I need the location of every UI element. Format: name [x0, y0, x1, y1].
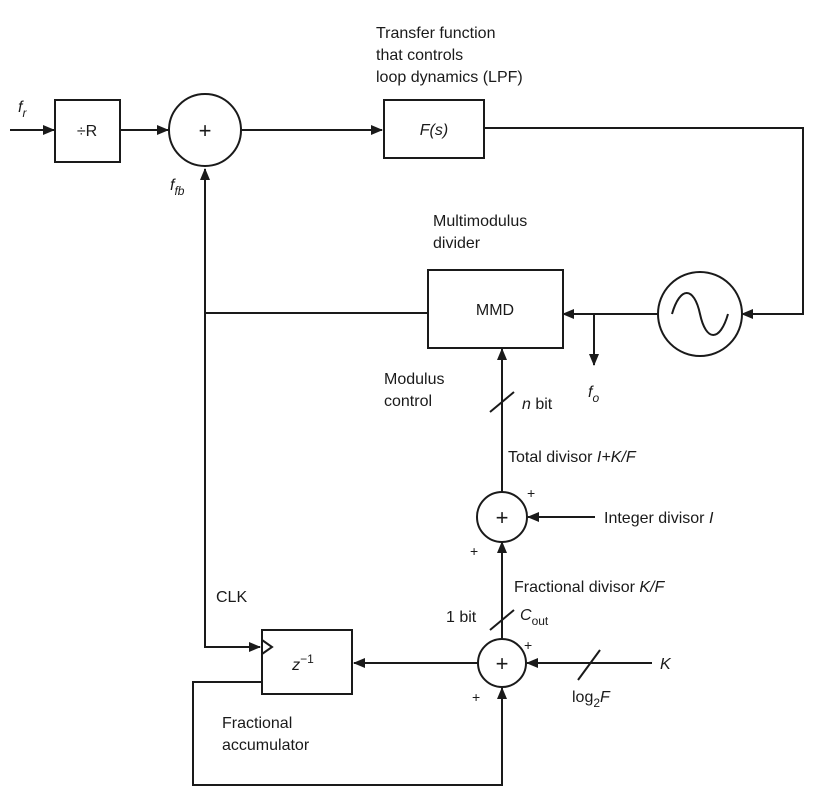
log2f-slash	[577, 649, 601, 681]
fs-to-vco-wire	[484, 127, 804, 319]
upper-adder-plus-bottom: +	[470, 543, 478, 559]
one-bit-slash	[489, 609, 515, 631]
accumulator-loop-wire	[192, 681, 507, 786]
modulus-control-label: Modulus control	[384, 371, 449, 410]
mmd-label: MMD	[476, 302, 514, 319]
phase-summer-plus: +	[199, 118, 212, 143]
clk-wire	[204, 313, 261, 652]
fractional-adder-plus: +	[496, 651, 509, 676]
loop-filter-label: F(s)	[420, 122, 448, 139]
lower-adder-plus-bottom: +	[472, 689, 480, 705]
multimodulus-label: Multimodulus divider	[433, 213, 532, 252]
vco-sine-icon	[671, 292, 729, 336]
clk-label: CLK	[216, 589, 247, 606]
total-divisor-adder-plus: +	[496, 505, 509, 530]
log2f-label: log2F	[572, 689, 611, 710]
one-bit-label: 1 bit	[446, 609, 477, 626]
delay-register-block	[261, 629, 353, 695]
integer-divisor-label: Integer divisor I	[604, 510, 714, 527]
divide-r-block	[54, 99, 121, 163]
clock-edge-icon	[261, 639, 274, 655]
upper-adder-plus-top: +	[527, 485, 535, 501]
fo-label: fo	[588, 384, 599, 405]
transfer-function-label: Transfer function that controls loop dyn…	[376, 25, 523, 86]
total-divisor-label: Total divisor I+K/F	[508, 449, 637, 466]
ffb-label: ffb	[170, 177, 185, 198]
fractional-accumulator-label: Fractional accumulator	[222, 715, 310, 754]
n-bit-label: n bit	[522, 396, 553, 413]
mmd-block	[427, 269, 564, 349]
phase-summer	[168, 93, 242, 167]
delay-register-label: z−1	[291, 652, 314, 674]
k-label: K	[660, 656, 672, 673]
fr-label: fr	[18, 99, 27, 120]
lower-adder-plus-top: +	[524, 637, 532, 653]
divide-r-label: ÷R	[77, 123, 97, 140]
fractional-adder	[477, 638, 527, 688]
total-divisor-adder	[476, 491, 528, 543]
fractional-divisor-label: Fractional divisor K/F	[514, 579, 665, 596]
cout-label: Cout	[520, 607, 549, 628]
loop-filter-block	[383, 99, 485, 159]
n-bit-slash	[489, 391, 515, 413]
